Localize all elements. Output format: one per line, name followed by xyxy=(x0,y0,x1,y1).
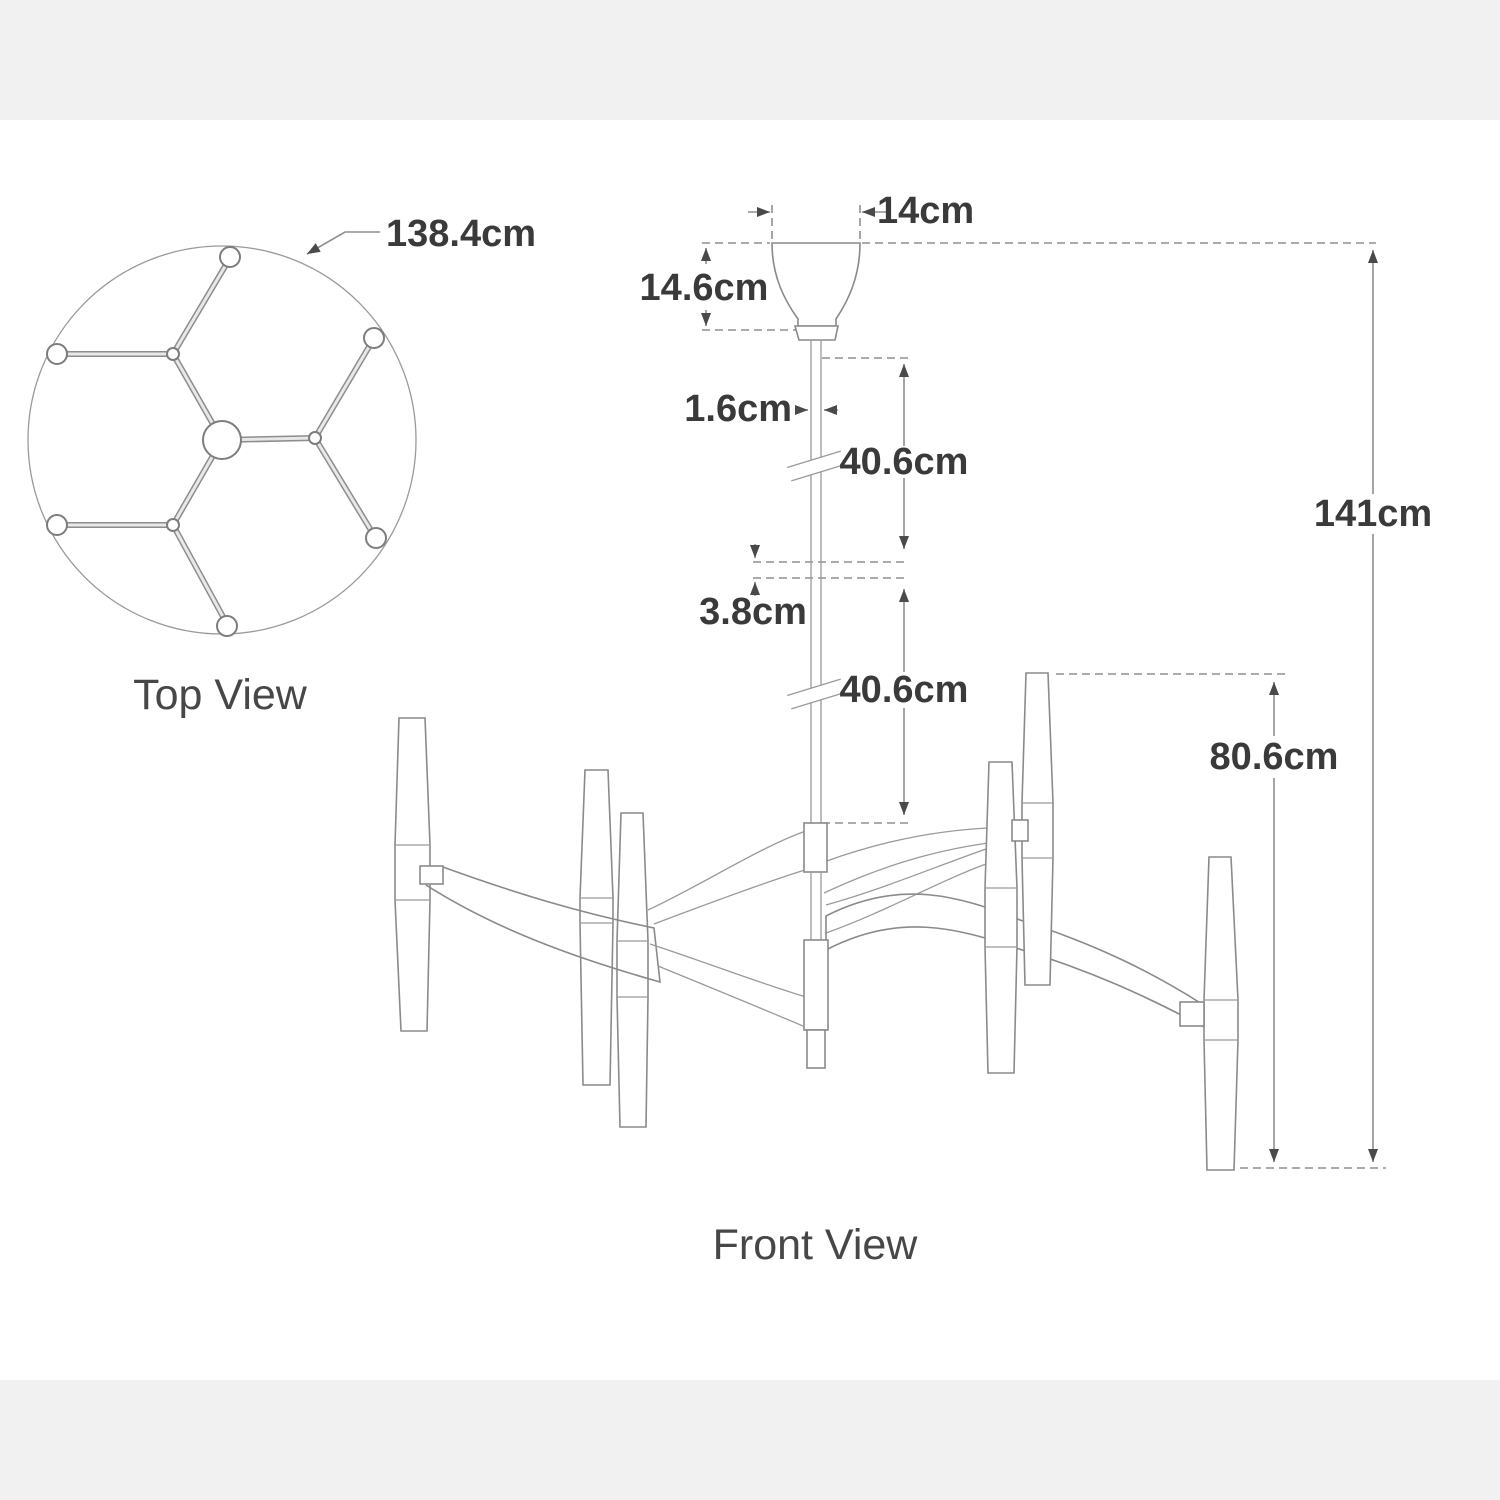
dim-fixture-height: 80.6cm xyxy=(1210,736,1339,778)
dim-coupler: 3.8cm xyxy=(699,591,807,633)
top-view-light-positions xyxy=(46,246,387,637)
dim-rod-diameter: 1.6cm xyxy=(684,388,792,430)
hanging-rod xyxy=(786,340,846,823)
dim-top-view-diameter: 138.4cm xyxy=(386,213,536,255)
dim-canopy-width: 14cm xyxy=(877,190,974,232)
top-view-center-hub xyxy=(202,420,242,460)
top-view-branch-joints xyxy=(166,347,322,532)
top-gray-band xyxy=(0,0,1500,120)
top-view-drawing: 138.4cm Top View xyxy=(27,213,536,719)
shade-center xyxy=(616,812,649,1128)
construction-lines xyxy=(702,205,1386,1169)
ceiling-canopy xyxy=(771,242,861,341)
shade-mid-left xyxy=(579,769,614,1086)
front-view-drawing: 14cm 14.6cm 1.6cm 40.6cm 3.8cm 40.6cm 14… xyxy=(394,190,1432,1269)
diameter-leader-line xyxy=(306,231,380,255)
shade-far-left xyxy=(394,717,431,1032)
center-column-hub xyxy=(803,822,829,1069)
bottom-gray-band xyxy=(0,1380,1500,1500)
shade-mid-right xyxy=(984,761,1018,1074)
dim-overall-height: 141cm xyxy=(1314,493,1432,535)
arm-connectors xyxy=(419,819,1205,1027)
front-view-caption: Front View xyxy=(713,1221,919,1269)
dim-upper-rod: 40.6cm xyxy=(840,441,969,483)
shade-far-right xyxy=(1203,856,1239,1171)
dim-lower-rod: 40.6cm xyxy=(840,669,969,711)
top-view-caption: Top View xyxy=(133,671,308,719)
dim-canopy-height: 14.6cm xyxy=(640,267,769,309)
dimension-lines xyxy=(701,207,1378,1162)
